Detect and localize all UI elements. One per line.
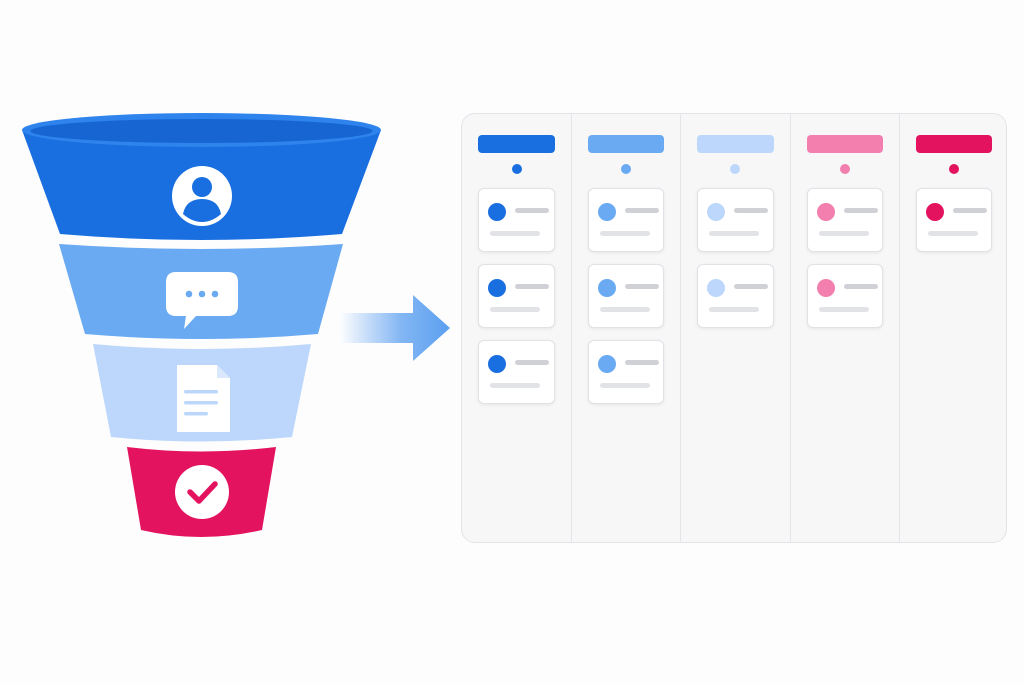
card-avatar (925, 203, 944, 221)
deal-card[interactable] (588, 340, 665, 404)
board-column-1 (462, 114, 571, 542)
card-subtitle-placeholder (490, 231, 540, 236)
card-subtitle-placeholder (490, 307, 540, 312)
checkmark-icon (175, 465, 229, 519)
column-status-dot (948, 164, 959, 174)
deal-card[interactable] (697, 188, 774, 252)
card-subtitle-placeholder (600, 383, 651, 388)
deal-card[interactable] (588, 264, 665, 328)
card-avatar (598, 355, 617, 373)
card-avatar (488, 279, 506, 297)
board-column-2 (571, 114, 680, 542)
column-status-dot (730, 164, 741, 174)
card-avatar (488, 203, 506, 221)
card-title-placeholder (843, 284, 878, 289)
column-header-bar[interactable] (806, 135, 883, 153)
deal-card[interactable] (806, 188, 883, 252)
card-subtitle-placeholder (490, 383, 540, 388)
card-avatar (598, 203, 617, 221)
arrow-right-icon (340, 295, 450, 361)
column-status-dot (839, 164, 850, 174)
column-header-bar[interactable] (697, 135, 774, 153)
card-subtitle-placeholder (600, 231, 651, 236)
card-subtitle-placeholder (818, 307, 869, 312)
column-status-dot (621, 164, 632, 174)
deal-card[interactable] (915, 188, 992, 252)
card-title-placeholder (625, 360, 660, 365)
card-title-placeholder (515, 284, 549, 289)
column-header-bar[interactable] (915, 135, 992, 153)
deal-card[interactable] (806, 264, 883, 328)
column-header-bar[interactable] (478, 135, 556, 153)
card-avatar (707, 279, 726, 297)
funnel-diagram (22, 113, 450, 537)
card-subtitle-placeholder (927, 231, 978, 236)
card-title-placeholder (625, 284, 660, 289)
chat-bubble-icon (166, 272, 238, 329)
card-title-placeholder (843, 208, 878, 213)
funnel-stage-proposal (93, 344, 311, 442)
user-icon (172, 166, 232, 226)
card-subtitle-placeholder (600, 307, 651, 312)
column-status-dot (511, 164, 522, 174)
card-title-placeholder (952, 208, 987, 213)
card-avatar (816, 279, 835, 297)
card-title-placeholder (734, 208, 769, 213)
card-avatar (598, 279, 617, 297)
card-title-placeholder (515, 360, 549, 365)
card-avatar (816, 203, 835, 221)
deal-card[interactable] (478, 264, 556, 328)
card-subtitle-placeholder (709, 307, 760, 312)
card-avatar (707, 203, 726, 221)
column-header-bar[interactable] (588, 135, 665, 153)
deal-card[interactable] (697, 264, 774, 328)
document-icon (177, 365, 230, 432)
deal-card[interactable] (478, 340, 556, 404)
deal-card[interactable] (478, 188, 556, 252)
card-avatar (488, 355, 506, 373)
board-column-3 (680, 114, 789, 542)
board-column-5 (898, 114, 1006, 542)
deal-card[interactable] (588, 188, 665, 252)
card-title-placeholder (734, 284, 769, 289)
card-title-placeholder (515, 208, 549, 213)
funnel-stage-closed (127, 447, 276, 537)
funnel-stage-awareness (22, 113, 381, 240)
funnel-stage-engagement (59, 244, 343, 339)
card-subtitle-placeholder (818, 231, 869, 236)
board-column-4 (789, 114, 899, 542)
card-title-placeholder (625, 208, 660, 213)
card-subtitle-placeholder (709, 231, 760, 236)
kanban-board (461, 113, 1007, 543)
